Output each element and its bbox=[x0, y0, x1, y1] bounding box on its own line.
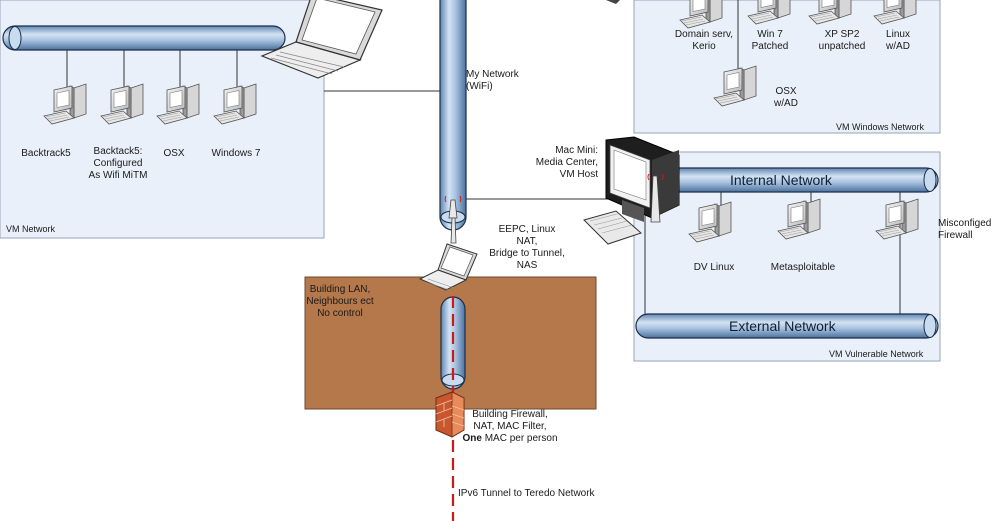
host-label-osx: OSX bbox=[163, 148, 185, 159]
host-label-linux-ad: Linux w/AD bbox=[886, 29, 910, 52]
host-label-domain: Domain serv, Kerio bbox=[674, 29, 734, 52]
host-label-xp: XP SP2 unpatched bbox=[818, 29, 866, 52]
firewall-icon bbox=[435, 391, 465, 438]
mac-mini-workstation-icon bbox=[583, 136, 680, 245]
building-firewall-label: Building Firewall, NAT, MAC Filter, One … bbox=[462, 409, 558, 444]
host-label-win7: Win 7 Patched bbox=[751, 29, 789, 52]
my-network-label: My Network (WiFi) bbox=[466, 69, 519, 92]
vm-windows-network-label: VM Windows Network bbox=[836, 122, 925, 132]
host-label-backtrack5: Backtrack5 bbox=[21, 148, 71, 159]
internal-network-label: Internal Network bbox=[730, 172, 832, 188]
host-label-dv-linux: DV Linux bbox=[693, 262, 735, 273]
laptop-icon bbox=[260, 0, 383, 79]
vm-network-label: VM Network bbox=[6, 224, 56, 234]
host-label-osx-ad: OSX w/AD bbox=[774, 86, 798, 109]
mac-mini-label: Mac Mini: Media Center, VM Host bbox=[535, 145, 598, 180]
building-lan-label: Building LAN, Neighbours ect No control bbox=[306, 284, 374, 319]
eepc-antenna-icon bbox=[450, 217, 457, 244]
ipv6-tunnel-label: IPv6 Tunnel to Teredo Network bbox=[458, 488, 595, 499]
host-label-windows7: Windows 7 bbox=[211, 148, 261, 159]
firewall-mac-line: One MAC per person bbox=[462, 433, 558, 444]
eepc-label: EEPC, Linux NAT, Bridge to Tunnel, NAS bbox=[489, 224, 565, 271]
host-label-metasploitable: Metasploitable bbox=[770, 262, 836, 273]
external-network-label: External Network bbox=[729, 318, 836, 334]
eepc-laptop-icon bbox=[418, 243, 478, 291]
wifi-antenna-icon bbox=[444, 195, 462, 219]
vm-vulnerable-network-label: VM Vulnerable Network bbox=[829, 349, 924, 359]
host-label-backtrack5-mitm: Backtack5: Configured As Wifi MiTM bbox=[88, 146, 148, 181]
host-label-misconfigured-firewall: Misconfiged Firewall bbox=[938, 218, 992, 241]
